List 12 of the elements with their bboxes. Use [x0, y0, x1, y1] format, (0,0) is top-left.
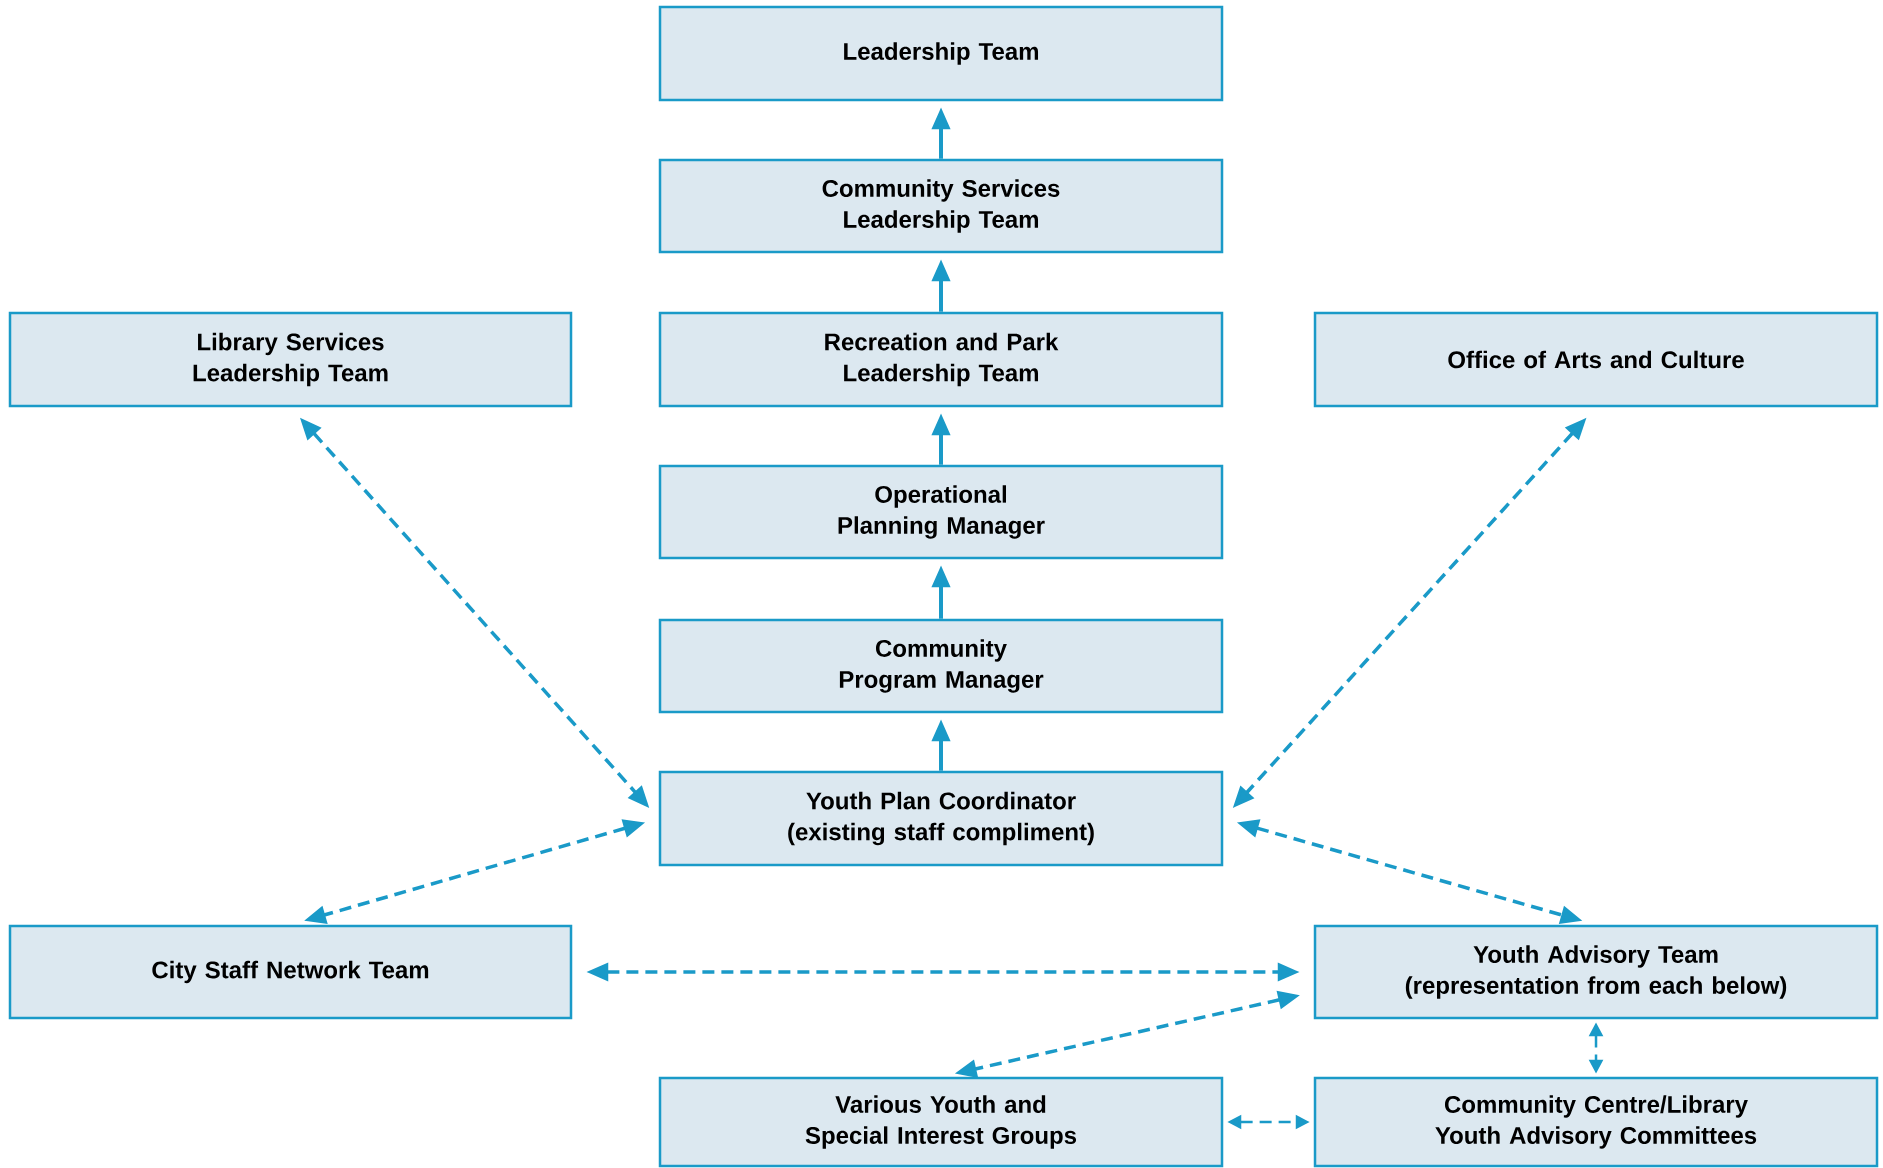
org-box: Various Youth and Special Interest Groups [658, 1076, 1224, 1168]
org-box: Community Program Manager [658, 618, 1224, 714]
org-box: Community Centre/Library Youth Advisory Committees [1313, 1076, 1879, 1168]
org-box: Youth Plan Coordinator (existing staff compliment) [658, 770, 1224, 867]
org-box: Library Services Leadership Team [8, 311, 573, 408]
org-box: Office of Arts and Culture [1313, 311, 1879, 408]
org-box: Youth Advisory Team (representation from each below) [1313, 924, 1879, 1020]
org-box: City Staff Network Team [8, 924, 573, 1020]
org-box: Recreation and Park Leadership Team [658, 311, 1224, 408]
org-box: Operational Planning Manager [658, 464, 1224, 560]
org-box: Community Services Leadership Team [658, 158, 1224, 254]
org-box: Leadership Team [658, 5, 1224, 102]
